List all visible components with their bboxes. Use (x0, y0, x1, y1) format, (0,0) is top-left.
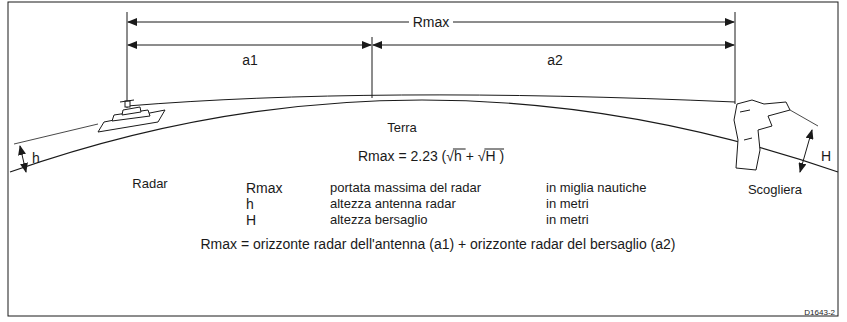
legend-symbol: Rmax (246, 180, 283, 196)
ship (98, 100, 165, 132)
legend-text: altezza bersaglio (330, 212, 428, 228)
dimension-label: Rmax (409, 14, 454, 30)
legend-unit: in metri (546, 212, 589, 228)
drawing-number: D1643-2 (804, 305, 835, 321)
cliff (734, 100, 790, 170)
legend-text: portata massima del radar (330, 180, 481, 196)
formula-note: Rmax = orizzonte radar dell'antenna (a1)… (200, 236, 675, 252)
part-label: Scogliera (748, 182, 802, 198)
dimension-label: a1 (242, 52, 258, 68)
dimension-label: h (32, 150, 40, 166)
legend-symbol: h (246, 196, 254, 212)
legend-unit: in metri (546, 196, 589, 212)
legend-symbol: H (246, 212, 256, 228)
legend-text: altezza antenna radar (330, 196, 456, 212)
region-label: Terra (387, 120, 417, 136)
dimension-label: a2 (547, 52, 563, 68)
legend-unit: in miglia nautiche (546, 180, 646, 196)
dimension-label: H (821, 148, 831, 164)
part-label: Radar (132, 176, 167, 192)
formula: Rmax = 2.23 (√h + √H ) (358, 148, 504, 164)
